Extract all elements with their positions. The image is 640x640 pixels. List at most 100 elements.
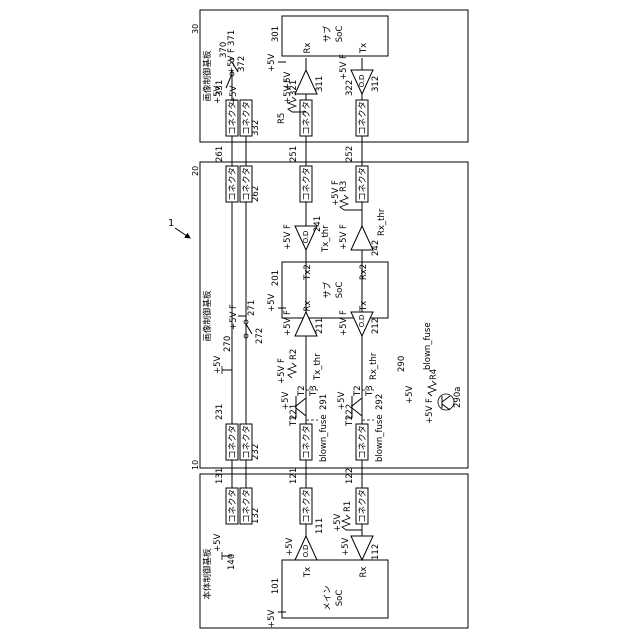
signal-tx-thr-291: Tx_thr [313, 353, 323, 381]
buffer-312-od: O.D [358, 75, 366, 88]
buffer-ref-311: 311 [315, 76, 325, 92]
connector-label-121: コネクタ [302, 489, 312, 523]
switch-ref-271: 271 [247, 300, 257, 316]
board-30-title: 画像制御基板 [202, 50, 213, 102]
buffer-ref-111: 111 [315, 518, 325, 534]
connector-ref-122: 122 [345, 468, 355, 484]
soc-201-rx: Rx [303, 301, 313, 312]
connector-ref-231: 231 [215, 404, 225, 420]
connector-ref-262: 262 [251, 186, 261, 202]
switch-ref-140: 140 [227, 554, 237, 570]
buffer-ref-212: 212 [371, 318, 381, 334]
soc-201-name: サブ [322, 281, 333, 299]
transistor-290 [438, 394, 454, 410]
resistor-r3: R3 [339, 181, 349, 192]
resistor-r1: R1 [343, 501, 353, 512]
switch-ref-372: 372 [237, 56, 247, 72]
buffer-242 [351, 226, 373, 250]
signal-rx-thr-242: Rx_thr [377, 208, 387, 236]
soc-101-name: メイン [323, 585, 333, 611]
connector-ref-332: 332 [251, 120, 261, 136]
transistor-t1-a: T1 [289, 415, 299, 427]
power-label-290: +5V F [425, 398, 435, 424]
connector-label-231: コネクタ [228, 425, 238, 459]
soc-301-ref: 301 [271, 26, 281, 42]
power-label-211: +5V F [283, 310, 293, 336]
transistor-t2-a: T2 [297, 385, 307, 397]
power-label-112: +5V [341, 537, 351, 556]
transistor-ref-290: 290 [397, 356, 407, 372]
soc-101-sub: SoC [335, 590, 345, 607]
connector-ref-121: 121 [289, 468, 299, 484]
connector-ref-131: 131 [215, 468, 225, 484]
connector-ref-252: 252 [345, 146, 355, 162]
soc-201-tx2: Tx2 [303, 264, 313, 281]
buffer-212-od: O.D [358, 315, 366, 328]
soc-101-box [282, 560, 388, 618]
buffer-ref-112: 112 [371, 544, 381, 560]
power-label-312: +5V F [339, 54, 349, 80]
power-label-r5: +5V F [283, 78, 293, 104]
soc-101-rx: Rx [359, 567, 369, 578]
switch-ref-270: 270 [223, 336, 233, 352]
connector-ref-132: 132 [251, 508, 261, 524]
resistor-r5: R5 [277, 113, 287, 124]
buffer-241-od: O.D [302, 231, 310, 244]
power-label-242: +5V F [339, 224, 349, 250]
soc-301-name: サブ [322, 25, 333, 43]
transistor-t1-b: T1 [345, 415, 355, 427]
connector-ref-232: 232 [251, 444, 261, 460]
transistor-t3-a: T3 [309, 385, 319, 397]
power-label-r2: +5V F [277, 358, 287, 384]
board-20-title: 画像制御基板 [202, 290, 213, 342]
connector-label-252: コネクタ [358, 167, 368, 201]
soc-201-ref: 201 [271, 270, 281, 286]
connector-label-261: コネクタ [228, 167, 238, 201]
transistor-ref-292: 292 [375, 394, 385, 410]
soc-301-tx: Tx [359, 43, 369, 54]
board-10-ref: 10 [191, 460, 200, 470]
power-label-t1a: +5V [281, 391, 291, 410]
signal-blown-fuse-291: blown_fuse [319, 414, 329, 462]
soc-301-sub: SoC [335, 26, 345, 43]
transistor-t2-b: T2 [353, 385, 363, 397]
power-label-331: +5V [213, 85, 223, 104]
power-label-140: +5V [213, 533, 223, 552]
signal-tx-thr-241: Tx_thr [321, 225, 331, 253]
connector-label-331: コネクタ [228, 101, 238, 135]
resistor-r2: R2 [289, 349, 299, 360]
buffer-ref-242: 242 [371, 240, 381, 256]
connector-ref-261: 261 [215, 146, 225, 162]
soc-101-ref: 101 [271, 578, 281, 594]
soc-101-tx: Tx [303, 567, 313, 578]
connector-label-221: コネクタ [302, 425, 312, 459]
figure-arrow [175, 228, 190, 238]
buffer-111-od: O.D [302, 545, 310, 558]
power-label-271: +5V F [229, 304, 239, 330]
soc-201-rx2: Rx2 [359, 264, 369, 280]
connector-ref-322: 322 [345, 80, 355, 96]
buffer-ref-211: 211 [315, 318, 325, 334]
soc-201-tx: Tx [359, 301, 369, 312]
soc-301-rx: Rx [303, 43, 313, 54]
signal-blown-fuse-292: blown_fuse [375, 414, 385, 462]
transistor-ref-291: 291 [319, 394, 329, 410]
power-label-r4: +5V [405, 385, 415, 404]
board-10-title: 本体制御基板 [202, 548, 213, 600]
power-label-soc301: +5V [267, 53, 277, 72]
buffer-ref-312: 312 [371, 76, 381, 92]
soc-201-sub: SoC [335, 282, 345, 299]
power-label-270: +5V [213, 355, 223, 374]
power-label-t1b: +5V [337, 391, 347, 410]
connector-label-321: コネクタ [302, 101, 312, 135]
buffer-112 [351, 536, 373, 560]
transistor-ref-290a: 290a [453, 387, 463, 408]
signal-blown-fuse-290: blown_fuse [423, 322, 433, 370]
connector-label-131: コネクタ [228, 489, 238, 523]
connector-ref-251: 251 [289, 146, 299, 162]
board-30-ref: 30 [191, 24, 200, 34]
connector-label-222: コネクタ [358, 425, 368, 459]
connector-label-322: コネクタ [358, 101, 368, 135]
switch-ref-272: 272 [255, 328, 265, 344]
connector-label-122: コネクタ [358, 489, 368, 523]
